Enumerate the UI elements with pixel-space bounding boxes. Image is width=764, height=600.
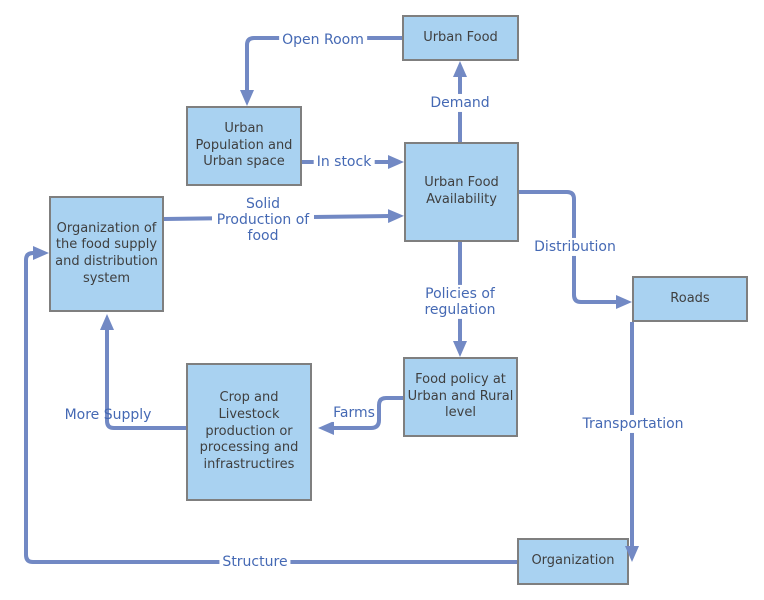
node-food-policy: Food policy at Urban and Rural level <box>403 357 518 437</box>
node-org-food-supply-label: Organization of the food supply and dist… <box>55 220 158 286</box>
node-roads-label: Roads <box>670 290 710 306</box>
node-urban-food-label: Urban Food <box>423 29 498 45</box>
edge-label-structure: Structure <box>219 552 291 572</box>
node-urban-population-label: Urban Population and Urban space <box>195 121 293 170</box>
node-roads: Roads <box>632 276 748 322</box>
edge-label-farms: Farms <box>332 403 376 423</box>
edge-label-solid-production: Solid Production of food <box>212 194 314 246</box>
edge-label-open-room: Open Room <box>279 30 367 50</box>
node-urban-population: Urban Population and Urban space <box>186 106 302 186</box>
node-organization: Organization <box>517 538 629 585</box>
node-crop-livestock: Crop and Livestock production or process… <box>186 363 312 501</box>
node-food-policy-label: Food policy at Urban and Rural level <box>407 372 514 421</box>
node-org-food-supply: Organization of the food supply and dist… <box>49 196 164 312</box>
edge-label-more-supply: More Supply <box>64 406 152 423</box>
edge-label-transportation: Transportation <box>579 414 687 434</box>
edge-label-demand: Demand <box>427 93 493 113</box>
node-crop-livestock-label: Crop and Livestock production or process… <box>199 390 299 472</box>
node-urban-food-availability: Urban Food Availability <box>404 142 519 242</box>
edge-label-distribution: Distribution <box>531 237 619 257</box>
node-urban-food-availability-label: Urban Food Availability <box>424 175 499 207</box>
node-organization-label: Organization <box>531 553 615 569</box>
edge-label-policies-of-regulation: Policies of regulation <box>415 284 505 320</box>
node-urban-food: Urban Food <box>402 15 519 61</box>
edge-label-in-stock: In stock <box>313 152 375 172</box>
